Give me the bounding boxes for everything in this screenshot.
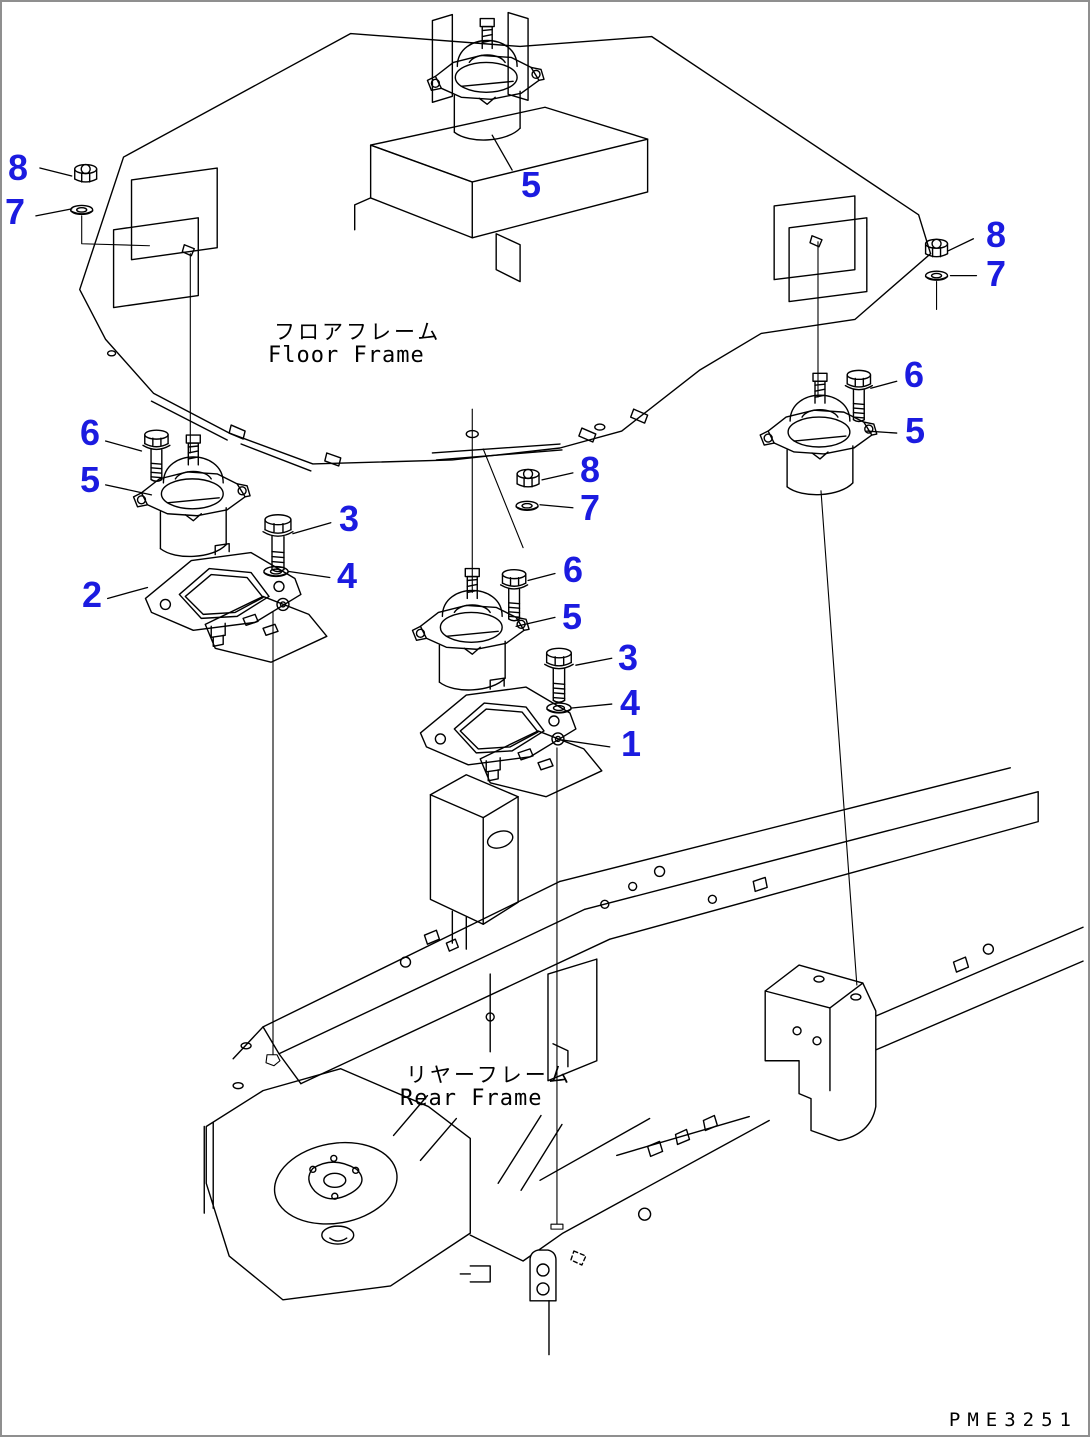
washer-right: [924, 270, 949, 281]
washer-middle: [515, 500, 539, 511]
callout-2: 2: [81, 574, 103, 615]
drawing-code: PME3251: [948, 1409, 1078, 1431]
right-bracket: [774, 196, 867, 302]
callout-4: 4: [336, 555, 358, 596]
left-bracket: [114, 168, 218, 307]
callout-3: 3: [338, 498, 360, 539]
callout-1: 1: [620, 723, 642, 764]
callout-4: 4: [619, 682, 641, 723]
callout-7: 7: [579, 487, 601, 528]
callout-5: 5: [520, 164, 542, 205]
bolt-6-middle: [500, 569, 529, 622]
callout-6: 6: [903, 354, 925, 395]
floor-frame-label-en: Floor Frame: [268, 343, 425, 368]
plate-item1: [419, 677, 603, 798]
mount-top-center: [426, 17, 545, 141]
plate-item2: [144, 542, 328, 663]
bolt-6-left: [142, 429, 171, 482]
callout-5: 5: [561, 596, 583, 637]
callout-6: 6: [79, 412, 101, 453]
callout-5: 5: [79, 459, 101, 500]
callout-7: 7: [985, 253, 1007, 294]
callout-5: 5: [904, 410, 926, 451]
rear-frame-drawing: [204, 768, 1083, 1355]
floor-frame-drawing: [80, 13, 931, 471]
washer-top-left: [70, 204, 94, 216]
floor-frame-label-jp: フロアフレーム: [274, 320, 442, 344]
assembly-leader-lines: [82, 216, 937, 1229]
callout-7: 7: [4, 191, 26, 232]
rear-frame-label-en: Rear Frame: [400, 1086, 543, 1111]
nut-top-left: [74, 163, 98, 183]
callout-8: 8: [985, 214, 1007, 255]
washer-4-middle: [546, 702, 572, 714]
cover-box: [355, 107, 648, 281]
bolt-3-middle: [544, 647, 574, 703]
rear-frame-label-jp: リヤーフレーム: [406, 1063, 573, 1087]
callout-6: 6: [562, 549, 584, 590]
nut-middle: [516, 468, 540, 488]
callout-leader-lines: [36, 135, 977, 747]
callout-3: 3: [617, 637, 639, 678]
callout-8: 8: [7, 147, 29, 188]
callout-8: 8: [579, 449, 601, 490]
